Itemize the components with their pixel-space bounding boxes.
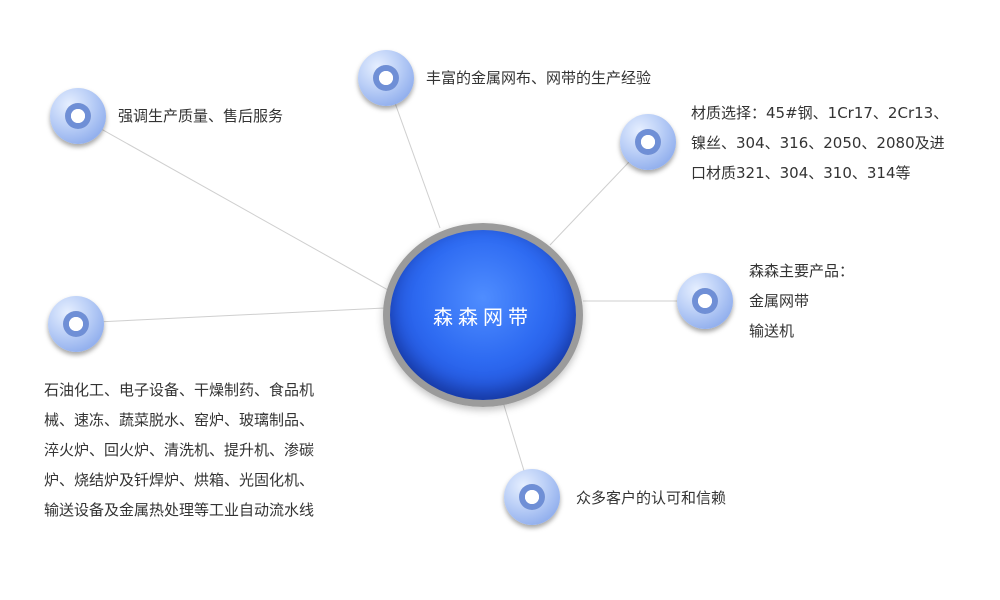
text-line: 森森主要产品： [749, 262, 855, 280]
node-applications [48, 296, 104, 352]
text-line: 械、速冻、蔬菜脱水、窑炉、玻璃制品、 [44, 411, 315, 429]
text-line: 丰富的金属网布、网带的生产经验 [426, 69, 652, 87]
connector-applications [75, 307, 386, 324]
node-trust [504, 469, 560, 525]
text-line: 镍丝、304、316、2050、2080及进 [691, 134, 945, 152]
hub-label: 森森网带 [433, 304, 533, 329]
text-line: 材质选择：45#钢、1Cr17、2Cr13、 [691, 104, 949, 122]
text-trust: 众多客户的认可和信赖 [576, 483, 726, 513]
node-materials [620, 114, 676, 170]
text-experience: 丰富的金属网布、网带的生产经验 [426, 63, 651, 93]
hub-circle: 森森网带 [383, 223, 583, 407]
text-line: 淬火炉、回火炉、清洗机、提升机、渗碳 [44, 441, 315, 459]
connector-service [77, 115, 389, 291]
text-service: 强调生产质量、售后服务 [118, 101, 283, 131]
text-line: 众多客户的认可和信赖 [576, 489, 727, 507]
ring-icon [519, 484, 545, 510]
text-line: 金属网带 [749, 292, 810, 310]
text-line: 强调生产质量、售后服务 [118, 107, 284, 125]
ring-icon [692, 288, 718, 314]
text-applications: 石油化工、电子设备、干燥制药、食品机 械、速冻、蔬菜脱水、窑炉、玻璃制品、 淬火… [44, 375, 314, 525]
text-materials: 材质选择：45#钢、1Cr17、2Cr13、 镍丝、304、316、2050、2… [691, 98, 948, 188]
ring-icon [635, 129, 661, 155]
text-line: 石油化工、电子设备、干燥制药、食品机 [44, 381, 315, 399]
text-line: 输送设备及金属热处理等工业自动流水线 [44, 501, 315, 519]
node-service [50, 88, 106, 144]
text-products: 森森主要产品： 金属网带 输送机 [749, 256, 854, 346]
node-experience [358, 50, 414, 106]
ring-icon [63, 311, 89, 337]
text-line: 输送机 [749, 322, 795, 340]
ring-icon [373, 65, 399, 91]
node-products [677, 273, 733, 329]
text-line: 口材质321、304、310、314等 [691, 164, 911, 182]
ring-icon [65, 103, 91, 129]
text-line: 炉、烧结炉及钎焊炉、烘箱、光固化机、 [44, 471, 315, 489]
